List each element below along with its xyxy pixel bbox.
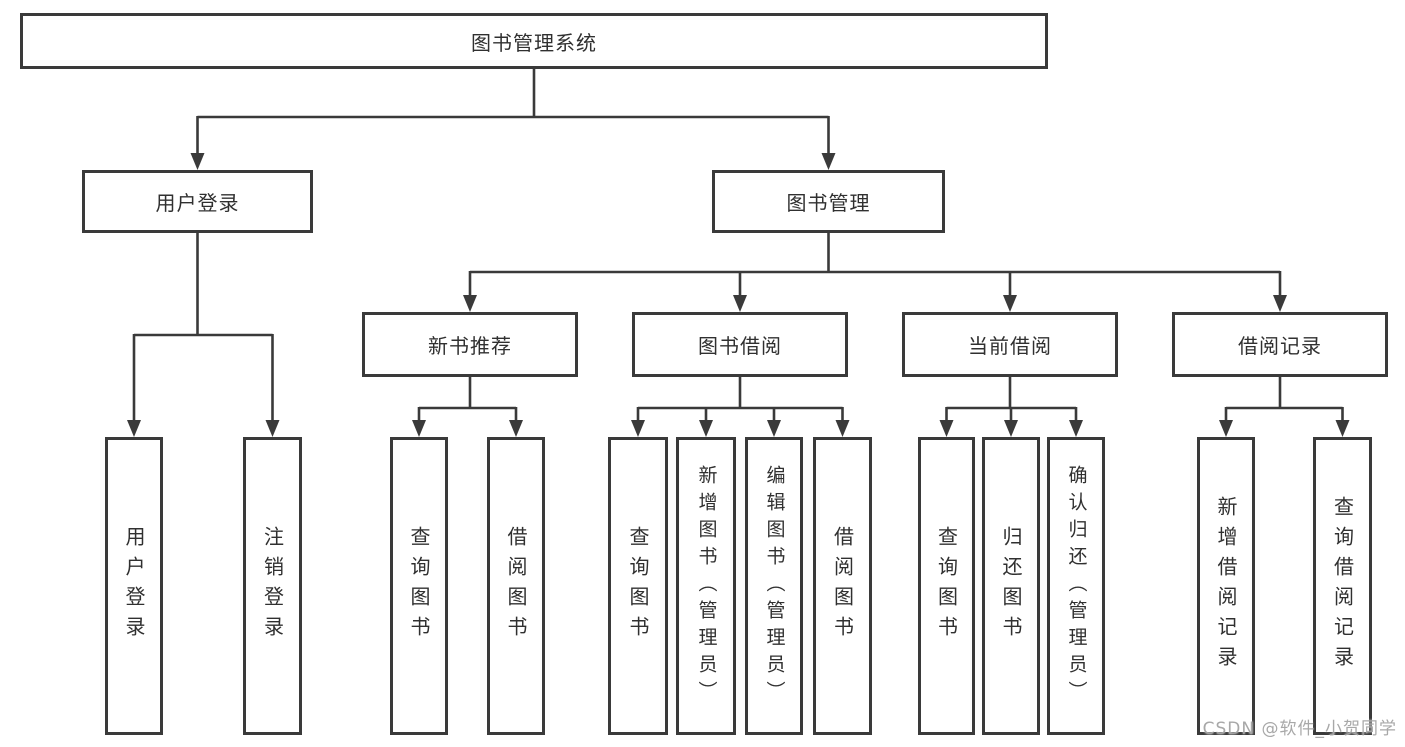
leaf-query-books-recommend: 查询图书: [390, 437, 448, 735]
leaf-return-book: 归还图书: [982, 437, 1040, 735]
leaf-query-books-current: 查询图书: [918, 437, 975, 735]
leaf-confirm-return-admin: 确认归还（管理员）: [1047, 437, 1105, 735]
node-book-management: 图书管理: [712, 170, 945, 233]
node-library-management-system: 图书管理系统: [20, 13, 1048, 69]
watermark: CSDN @软件_小贺同学: [1202, 719, 1397, 739]
leaf-edit-book-admin: 编辑图书（管理员）: [745, 437, 803, 735]
leaf-borrow-books: 借阅图书: [813, 437, 872, 735]
leaf-query-borrow-record: 查询借阅记录: [1313, 437, 1372, 735]
leaf-borrow-books-recommend: 借阅图书: [487, 437, 545, 735]
leaf-logout: 注销登录: [243, 437, 302, 735]
leaf-user-login: 用户登录: [105, 437, 163, 735]
node-user-login: 用户登录: [82, 170, 313, 233]
node-borrowing-records: 借阅记录: [1172, 312, 1388, 377]
node-current-borrowing: 当前借阅: [902, 312, 1118, 377]
leaf-add-book-admin: 新增图书（管理员）: [676, 437, 736, 735]
node-book-borrowing: 图书借阅: [632, 312, 848, 377]
node-new-book-recommendation: 新书推荐: [362, 312, 578, 377]
leaf-query-books-borrow: 查询图书: [608, 437, 668, 735]
leaf-add-borrow-record: 新增借阅记录: [1197, 437, 1255, 735]
